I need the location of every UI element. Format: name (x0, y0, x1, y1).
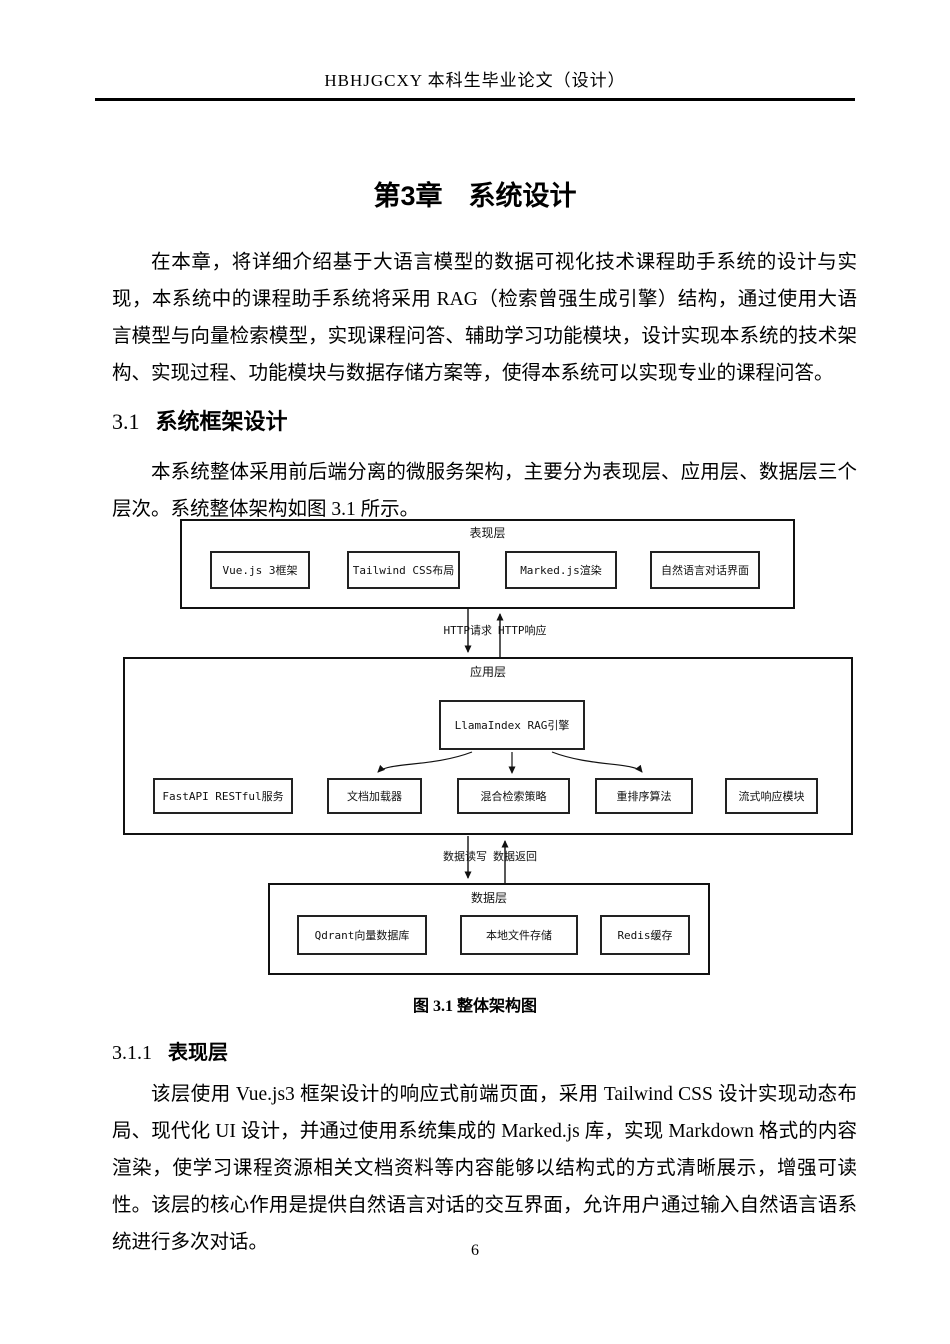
paragraph-presentation-layer: 该层使用 Vue.js3 框架设计的响应式前端页面，采用 Tailwind CS… (112, 1084, 857, 1253)
diagram-box-qdrant: Qdrant向量数据库 (297, 915, 427, 955)
diagram-box-tailwind: Tailwind CSS布局 (347, 551, 460, 589)
data-layer-label: 数据层 (470, 891, 507, 905)
presentation-layer-label: 表现层 (469, 526, 506, 540)
page-number: 6 (471, 1242, 479, 1259)
diagram-box-marked: Marked.js渲染 (505, 551, 617, 589)
data-arrow-labels: 数据读写 数据返回 (415, 848, 565, 864)
application-layer-label: 应用层 (469, 665, 506, 679)
running-header: HBHJGCXY 本科生毕业论文（设计） (324, 71, 626, 90)
data-write-label: 数据读写 (443, 850, 487, 863)
paragraph-intro: 在本章，将详细介绍基于大语言模型的数据可视化技术课程助手系统的设计与实现，本系统… (112, 252, 857, 384)
chapter-number: 第3章 (373, 181, 443, 211)
diagram-box-rerank: 重排序算法 (595, 778, 693, 814)
http-response-label: HTTP响应 (498, 624, 547, 637)
paragraph-framework: 本系统整体采用前后端分离的微服务架构，主要分为表现层、应用层、数据层三个层次。系… (112, 462, 857, 520)
subsection-title: 表现层 (168, 1042, 228, 1064)
diagram-box-doc-loader: 文档加载器 (327, 778, 422, 814)
diagram-box-streaming: 流式响应模块 (725, 778, 818, 814)
section-heading-3-1: 3.1 系统框架设计 (112, 404, 288, 436)
diagram-box-hybrid-retrieval: 混合检索策略 (457, 778, 570, 814)
diagram-box-llamaindex: LlamaIndex RAG引擎 (439, 700, 585, 750)
data-return-label: 数据返回 (493, 850, 537, 863)
section-title: 系统框架设计 (155, 409, 288, 434)
section-number: 3.1 (112, 409, 140, 434)
subsection-number: 3.1.1 (112, 1042, 152, 1064)
section-heading-3-1-1: 3.1.1 表现层 (112, 1036, 228, 1065)
figure-caption: 图 3.1 整体架构图 (412, 998, 537, 1015)
diagram-box-vuejs: Vue.js 3框架 (210, 551, 310, 589)
diagram-box-redis: Redis缓存 (600, 915, 690, 955)
diagram-box-fastapi: FastAPI RESTful服务 (153, 778, 293, 814)
chapter-name: 系统设计 (468, 181, 577, 211)
diagram-box-nl-dialog: 自然语言对话界面 (650, 551, 760, 589)
diagram-box-local-storage: 本地文件存储 (460, 915, 578, 955)
chapter-heading: 第3章系统设计 (0, 174, 950, 213)
header-rule (95, 98, 855, 101)
http-request-label: HTTP请求 (443, 624, 493, 637)
http-arrow-labels: HTTP请求 HTTP响应 (420, 622, 570, 638)
